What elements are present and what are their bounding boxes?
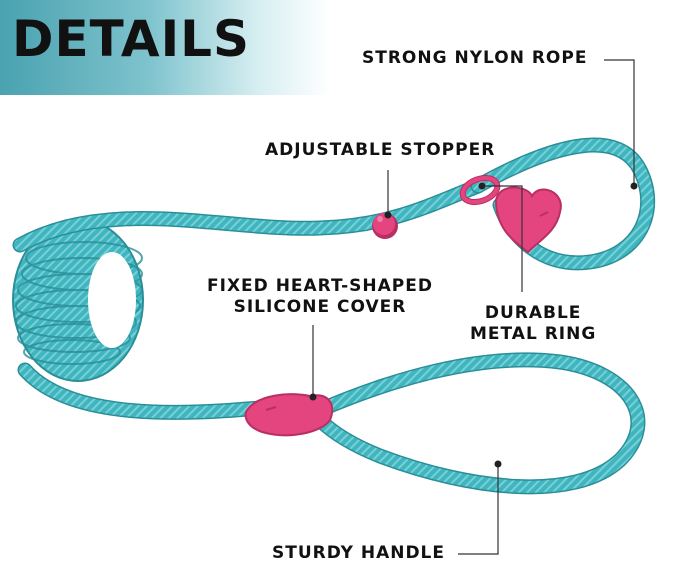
- stopper-bead: [372, 213, 398, 239]
- label-adjustable-stopper: ADJUSTABLE STOPPER: [265, 140, 496, 160]
- label-metal-ring-line2: METAL RING: [470, 324, 597, 345]
- label-heart-cover-line1: FIXED HEART-SHAPED: [207, 276, 433, 296]
- heart-cover-top: [494, 186, 562, 254]
- heart-cover-handle: [244, 393, 334, 437]
- banner-title: DETAILS: [12, 10, 251, 68]
- label-sturdy-handle: STURDY HANDLE: [272, 543, 446, 563]
- label-heart-cover-line2: SILICONE COVER: [233, 297, 407, 318]
- details-banner: DETAILS: [0, 0, 330, 95]
- label-metal-ring-line1: DURABLE: [484, 303, 582, 323]
- leader-lines: [312, 59, 635, 555]
- rope-coil: [12, 218, 144, 382]
- leader-dots: [309, 182, 638, 468]
- label-strong-nylon-rope: STRONG NYLON ROPE: [362, 48, 588, 68]
- label-heart-cover: FIXED HEART-SHAPED SILICONE COVER: [207, 276, 433, 319]
- rope-strands: [12, 137, 656, 495]
- label-metal-ring: DURABLE METAL RING: [470, 303, 596, 346]
- metal-ring: [459, 174, 501, 206]
